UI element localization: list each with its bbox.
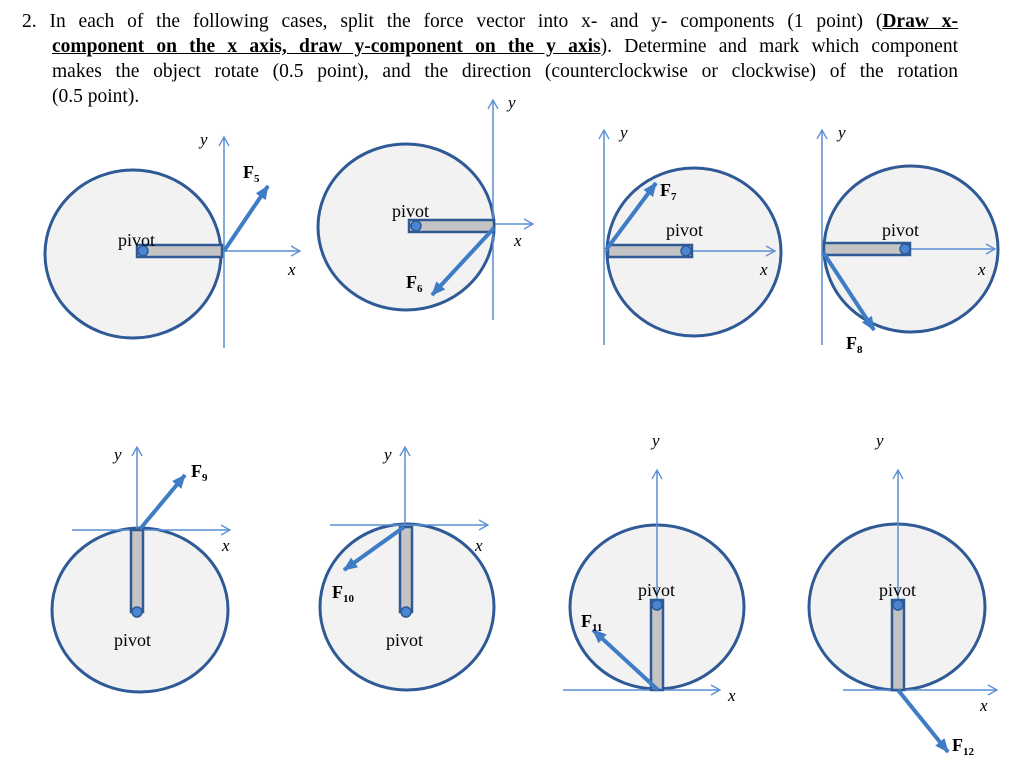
pivot-point [651,599,663,611]
force-label-subscript: 6 [417,283,423,295]
lever-arm [890,598,906,692]
pivot-label: pivot [638,580,675,600]
x-axis-label: x [977,260,986,279]
lever-arm [606,243,694,259]
force-label-base: F [846,333,857,353]
force-vector [342,525,406,572]
lever-arm [135,243,224,259]
y-axis-label: y [506,93,516,112]
question-text: makes the object rotate (0.5 point), and… [52,61,958,82]
y-axis-label: y [874,431,884,450]
force-label-subscript: 10 [343,593,355,605]
y-axis-label: y [382,445,392,464]
force-vector [138,473,187,531]
force-label-base: F [581,611,592,631]
force-label: F12 [952,735,975,758]
pivot-point [137,245,149,257]
x-axis-label: x [287,260,296,279]
x-axis-label: x [221,536,230,555]
force-label: F5 [243,162,260,185]
force-label: F6 [406,272,423,295]
question-line-3: makes the object rotate (0.5 point), and… [52,60,958,84]
force-label-subscript: 12 [963,746,975,758]
diagram-1: y x pivot F5 [43,130,302,348]
force-label-base: F [243,162,254,182]
force-label-base: F [191,461,202,481]
force-vector [604,181,658,252]
x-axis-label: x [979,696,988,715]
question-line-2: component on the x axis, draw y-componen… [52,35,958,59]
pivot-label: pivot [392,201,429,221]
y-axis-label: y [112,445,122,464]
lever-arm [822,241,912,257]
diagram-3: y x pivot F7 [598,123,783,345]
pivot-label: pivot [386,630,423,650]
force-label-subscript: 5 [254,173,260,185]
force-label-base: F [952,735,963,755]
pivot-label: pivot [882,220,919,240]
question-line-1: 2. In each of the following cases, split… [22,10,958,34]
force-label: F10 [332,582,355,605]
force-label-base: F [332,582,343,602]
lever-arm [407,218,496,234]
x-axis-label: x [513,231,522,250]
x-axis-label: x [474,536,483,555]
force-label-subscript: 11 [592,622,602,634]
force-vector [222,184,270,253]
force-label: F7 [660,180,677,203]
question-emphasis: component on the x axis, draw y-componen… [52,36,601,57]
diagram-5: y x pivot F9 [50,445,232,694]
pivot-label: pivot [114,630,151,650]
force-label: F9 [191,461,208,484]
force-label: F11 [581,611,602,634]
lever-arm [649,598,665,692]
pivot-label: pivot [879,580,916,600]
question-emphasis: Draw x- [882,11,958,32]
pivot-point [410,220,422,232]
force-label: F8 [846,333,863,356]
pivot-point [680,245,692,257]
y-axis-label: y [650,431,660,450]
pivot-point [400,606,412,618]
force-vector [821,250,876,332]
force-label-subscript: 9 [202,472,208,484]
question-text: ). Determine and mark which component [600,36,958,57]
y-axis-label: y [618,123,628,142]
force-label-subscript: 7 [671,191,677,203]
pivot-label: pivot [666,220,703,240]
lever-arm [398,525,414,614]
force-label-base: F [660,180,671,200]
question-line-4: (0.5 point). [52,85,139,109]
pivot-point [899,243,911,255]
force-vector [430,226,496,297]
question-text: (0.5 point). [52,86,140,107]
force-label-base: F [406,272,417,292]
diagram-6: y x pivot F10 [318,445,496,692]
force-vector [896,688,950,754]
pivot-point [131,606,143,618]
pivot-point [892,599,904,611]
x-axis-label: x [727,686,736,705]
pivot-label: pivot [118,230,155,250]
lever-arm [129,528,145,614]
force-label-subscript: 8 [857,344,863,356]
x-axis-label: x [759,260,768,279]
question-text: 2. In each of the following cases, split… [22,11,883,32]
y-axis-label: y [198,130,208,149]
force-vector [591,628,660,692]
y-axis-label: y [836,123,846,142]
